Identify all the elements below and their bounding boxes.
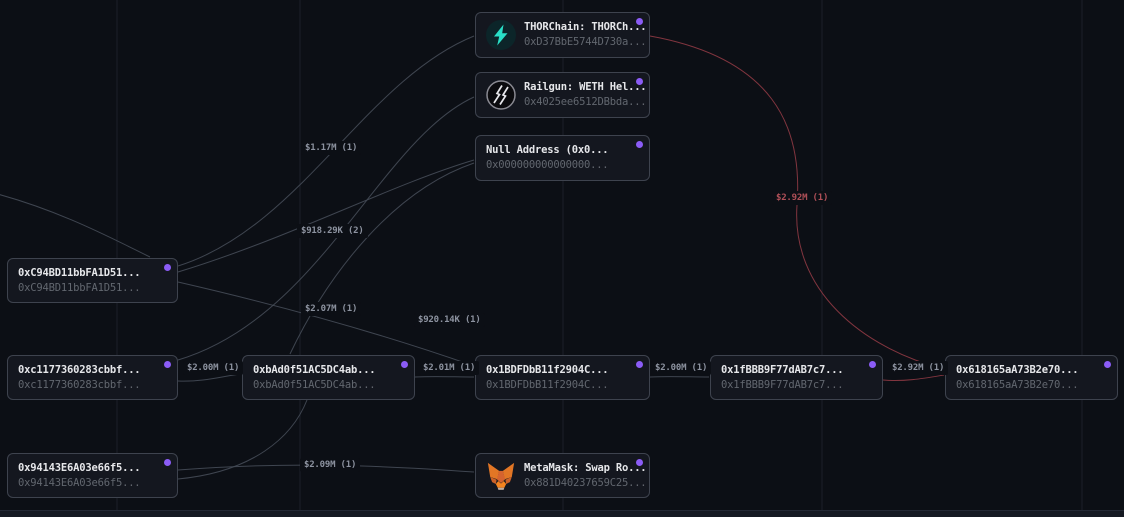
edge-amount-label[interactable]: $2.92M (1) — [888, 361, 949, 375]
edge-amount-label[interactable]: $2.00M (1) — [183, 361, 244, 375]
address-node-0x94143e[interactable]: 0x94143E6A03e66f5... 0x94143E6A03e66f5... — [7, 453, 178, 498]
node-address: 0x618165aA73B2e70... — [956, 378, 1079, 391]
edge-amount-label[interactable]: $2.07M (1) — [301, 302, 362, 316]
node-entity-dot — [1104, 361, 1111, 368]
node-title: 0x1BDFDbB11f2904C... — [486, 363, 609, 376]
address-node-metamask[interactable]: MetaMask: Swap Ro... 0x881D40237659C25... — [475, 453, 650, 498]
address-node-0x618165[interactable]: 0x618165aA73B2e70... 0x618165aA73B2e70... — [945, 355, 1118, 400]
transfer-edge-0x1fbbb9f-to-0x618165[interactable] — [882, 374, 945, 381]
node-entity-dot — [869, 361, 876, 368]
node-entity-dot — [636, 18, 643, 25]
node-title: 0x618165aA73B2e70... — [956, 363, 1079, 376]
node-entity-dot — [636, 459, 643, 466]
node-text: 0xc1177360283cbbf... 0xc1177360283cbbf... — [18, 363, 141, 393]
thorchain-icon — [486, 20, 516, 50]
node-address: 0xD37BbE5744D730a... — [524, 36, 647, 48]
address-node-0xbad0f51[interactable]: 0xbAd0f51AC5DC4ab... 0xbAd0f51AC5DC4ab... — [242, 355, 415, 400]
address-node-railgun[interactable]: Railgun: WETH Hel... 0x4025ee6512DBbda... — [475, 72, 650, 118]
address-node-0x1fbbb9f[interactable]: 0x1fBBB9F77dAB7c7... 0x1fBBB9F77dAB7c7... — [710, 355, 883, 400]
node-text: 0x1fBBB9F77dAB7c7... 0x1fBBB9F77dAB7c7... — [721, 363, 844, 393]
address-node-thorchain[interactable]: THORChain: THORCh... 0xD37BbE5744D730a... — [475, 12, 650, 58]
node-title: 0x94143E6A03e66f5... — [18, 461, 141, 474]
transfer-edge-0xc94bd11-to-null-address[interactable] — [177, 159, 475, 273]
edge-amount-label[interactable]: $2.92M (1) — [772, 191, 833, 205]
node-text: 0xC94BD11bbFA1D51... 0xC94BD11bbFA1D51... — [18, 266, 141, 296]
transfer-edge-offscreen-left-to-0xc94bd11[interactable] — [0, 192, 151, 258]
node-text: 0xbAd0f51AC5DC4ab... 0xbAd0f51AC5DC4ab... — [253, 363, 376, 393]
address-node-0xc1177[interactable]: 0xc1177360283cbbf... 0xc1177360283cbbf... — [7, 355, 178, 400]
node-entity-dot — [164, 459, 171, 466]
address-node-0xc94bd11[interactable]: 0xC94BD11bbFA1D51... 0xC94BD11bbFA1D51... — [7, 258, 178, 303]
node-text: Null Address (0x0... 0x000000000000000... — [486, 143, 609, 173]
node-address: 0x94143E6A03e66f5... — [18, 476, 141, 489]
edge-amount-label[interactable]: $2.09M (1) — [300, 458, 361, 472]
edge-amount-label[interactable]: $1.17M (1) — [301, 141, 362, 155]
transfer-edge-0xc94bd11-to-0x1bdfdbb[interactable] — [177, 281, 475, 367]
node-address: 0x881D40237659C25... — [524, 476, 647, 489]
edge-amount-label[interactable]: $918.29K (2) — [297, 224, 368, 238]
edge-amount-label[interactable]: $2.00M (1) — [651, 361, 712, 375]
node-entity-dot — [636, 78, 643, 85]
node-text: 0x1BDFDbB11f2904C... 0x1BDFDbB11f2904C... — [486, 363, 609, 393]
node-address: 0xC94BD11bbFA1D51... — [18, 281, 141, 294]
address-node-null-address[interactable]: Null Address (0x0... 0x000000000000000... — [475, 135, 650, 181]
node-address: 0xbAd0f51AC5DC4ab... — [253, 378, 376, 391]
node-text: Railgun: WETH Hel... 0x4025ee6512DBbda... — [524, 80, 647, 110]
node-text: THORChain: THORCh... 0xD37BbE5744D730a... — [524, 20, 647, 50]
edge-amount-label[interactable]: $920.14K (1) — [414, 313, 485, 327]
node-address: 0x1fBBB9F77dAB7c7... — [721, 378, 844, 391]
node-entity-dot — [636, 141, 643, 148]
node-entity-dot — [164, 264, 171, 271]
node-title: 0xC94BD11bbFA1D51... — [18, 266, 141, 279]
address-node-0x1bdfdbb[interactable]: 0x1BDFDbB11f2904C... 0x1BDFDbB11f2904C... — [475, 355, 650, 400]
node-address: 0xc1177360283cbbf... — [18, 378, 141, 391]
node-entity-dot — [164, 361, 171, 368]
node-title: Null Address (0x0... — [486, 144, 609, 156]
node-text: 0x618165aA73B2e70... 0x618165aA73B2e70... — [956, 363, 1079, 393]
node-title: 0xc1177360283cbbf... — [18, 363, 141, 376]
node-entity-dot — [636, 361, 643, 368]
node-address: 0x000000000000000... — [486, 159, 609, 171]
node-title: 0xbAd0f51AC5DC4ab... — [253, 363, 376, 376]
node-text: 0x94143E6A03e66f5... 0x94143E6A03e66f5... — [18, 461, 141, 491]
node-entity-dot — [401, 361, 408, 368]
node-address: 0x1BDFDbB11f2904C... — [486, 378, 609, 391]
node-title: 0x1fBBB9F77dAB7c7... — [721, 363, 844, 376]
metamask-icon — [486, 461, 516, 491]
transfer-edge-0xc1177-to-0xbad0f51[interactable] — [177, 373, 242, 382]
transfer-edge-thorchain-to-0x618165[interactable] — [649, 35, 945, 370]
node-title: Railgun: WETH Hel... — [524, 81, 647, 93]
node-title: MetaMask: Swap Ro... — [524, 461, 647, 474]
edge-amount-label[interactable]: $2.01M (1) — [419, 361, 480, 375]
timeline-scrollbar[interactable] — [0, 510, 1124, 517]
railgun-icon — [486, 80, 516, 110]
node-address: 0x4025ee6512DBbda... — [524, 96, 647, 108]
node-text: MetaMask: Swap Ro... 0x881D40237659C25... — [524, 461, 647, 491]
node-title: THORChain: THORCh... — [524, 21, 647, 33]
transfer-edge-0x94143e-to-0xbad0f51[interactable] — [177, 399, 308, 480]
